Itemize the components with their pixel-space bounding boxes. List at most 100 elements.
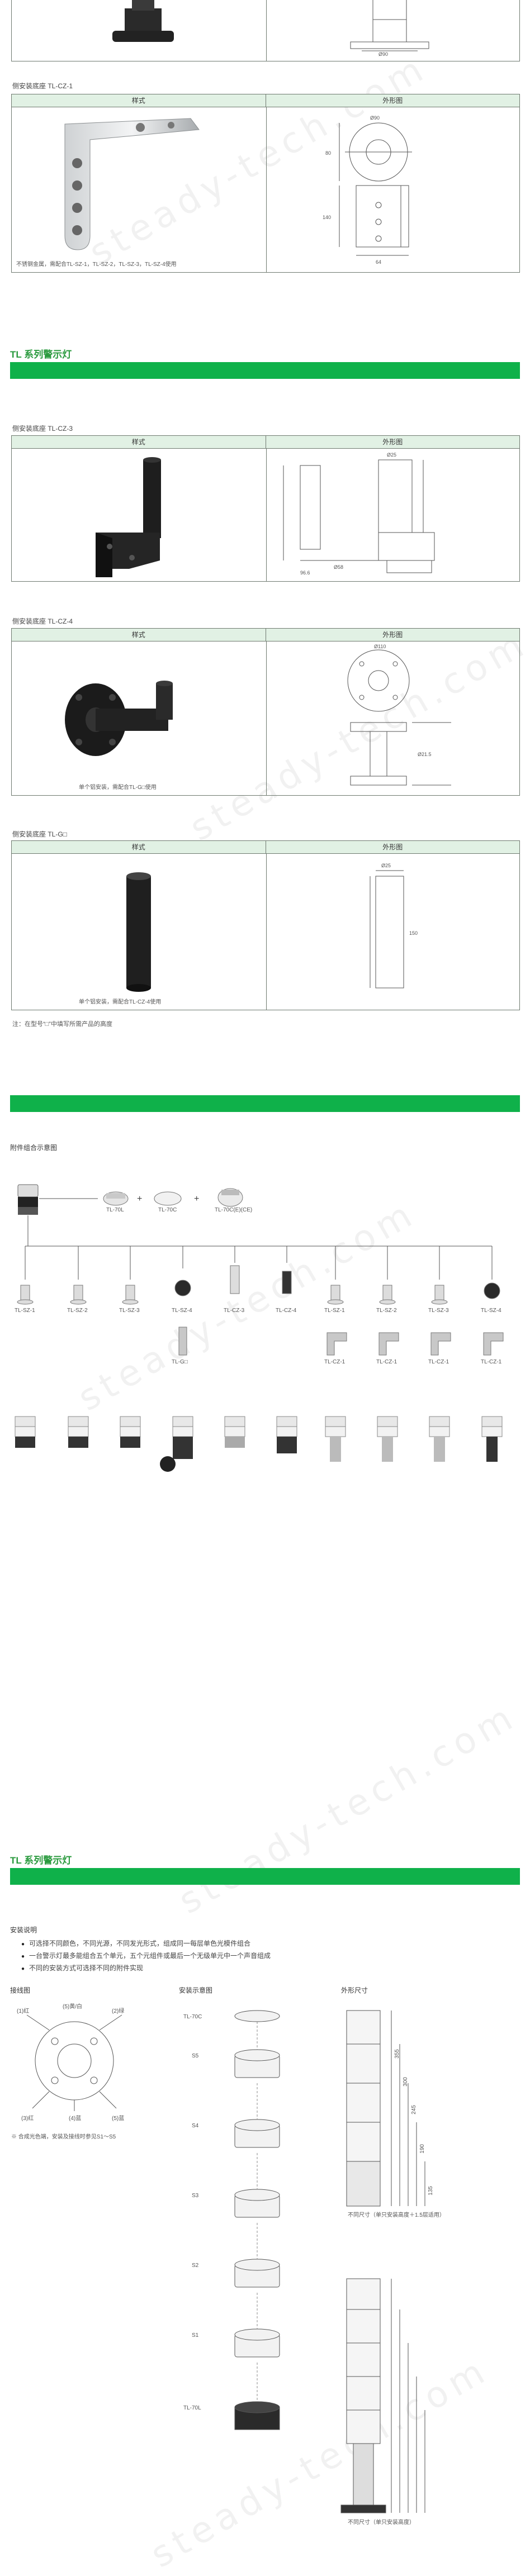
wiring-label: (5)黄/白 bbox=[63, 2004, 82, 2010]
col-style-header: 样式 bbox=[12, 436, 266, 448]
col-outline-header: 外形图 bbox=[382, 97, 403, 104]
combo-top-label: TL-70C bbox=[158, 1207, 177, 1213]
dims-note: 不同尺寸（单只安装高度＋1.5层适用） bbox=[348, 2212, 445, 2218]
combo-mid-label: TL-CZ-1 bbox=[324, 1359, 346, 1365]
green-header-bar bbox=[10, 362, 520, 379]
outline-drawing: Ø25 150 bbox=[370, 863, 418, 988]
svg-text:Ø110: Ø110 bbox=[374, 644, 386, 649]
assembly-level-label: TL-70C bbox=[183, 2014, 202, 2020]
table-top-cutoff: Ø90 bbox=[11, 0, 520, 61]
svg-text:Ø21.5: Ø21.5 bbox=[418, 752, 432, 757]
style-cell: 不锈钢金属，需配合TL-SZ-1，TL-SZ-2，TL-SZ-3，TL-SZ-4… bbox=[12, 107, 267, 272]
combo-base-label: TL-SZ-1 bbox=[324, 1308, 345, 1314]
col-outline-header: 外形图 bbox=[382, 631, 403, 639]
assembly-level-label: S2 bbox=[192, 2263, 199, 2269]
assembly-level-label: TL-70L bbox=[183, 2405, 201, 2411]
install-bullet: 一台警示灯最多能组合五个单元，五个元组件或最后一个无级单元中一个声音组成 bbox=[21, 1950, 271, 1962]
combo-mid-label: TL-CZ-1 bbox=[481, 1359, 502, 1365]
install-bullet: 不同的安装方式可选择不同的附件实现 bbox=[21, 1962, 271, 1975]
outline-cell: Ø90 80 140 64 bbox=[267, 107, 521, 272]
style-cell bbox=[12, 449, 267, 581]
assembly-level-label: S1 bbox=[192, 2332, 199, 2339]
combo-base-label: TL-SZ-4 bbox=[481, 1308, 501, 1314]
bracket-image bbox=[65, 681, 173, 756]
combo-mid-label: TL-CZ-1 bbox=[376, 1359, 397, 1365]
section-caption: 侧安装底座 TL-G□ bbox=[12, 830, 67, 838]
wiring-label: (4)蓝 bbox=[69, 2116, 82, 2122]
svg-text:+: + bbox=[137, 1194, 142, 1204]
assembly-title: 安装示意图 bbox=[179, 1986, 213, 1994]
combo-base-label: TL-SZ-1 bbox=[15, 1308, 35, 1314]
dims-height: 190 bbox=[419, 2144, 425, 2154]
svg-text:140: 140 bbox=[323, 215, 331, 220]
green-header-bar bbox=[10, 1868, 520, 1885]
combo-diagram: + + bbox=[15, 1184, 504, 1472]
section-title: TL 系列警示灯 bbox=[10, 1852, 72, 1866]
svg-text:64: 64 bbox=[376, 259, 381, 265]
wiring-label: (5)蓝 bbox=[112, 2116, 125, 2122]
outline-drawing: Ø90 bbox=[350, 0, 429, 57]
dims-title: 外形尺寸 bbox=[341, 1986, 368, 1994]
install-title: 安装说明 bbox=[10, 1926, 37, 1934]
product-note: 不锈钢金属，需配合TL-SZ-1，TL-SZ-2，TL-SZ-3，TL-SZ-4… bbox=[16, 262, 177, 268]
base-product-image bbox=[112, 0, 174, 42]
outline-cell: Ø25 150 bbox=[267, 854, 521, 1010]
section-caption: 侧安装底座 TL-CZ-1 bbox=[12, 82, 73, 90]
outline-cell: Ø90 bbox=[267, 0, 521, 61]
wiring-label: (1)红 bbox=[17, 2008, 30, 2014]
svg-text:150: 150 bbox=[409, 930, 418, 936]
combo-base-label: TL-SZ-4 bbox=[172, 1308, 192, 1314]
dims-height: 135 bbox=[427, 2186, 434, 2195]
table-tl-cz-1: 样式 外形图 不锈钢金属，需配合TL-SZ-1 bbox=[11, 94, 520, 273]
assembly-level-label: S3 bbox=[192, 2193, 199, 2199]
assembly-diagram bbox=[234, 2010, 280, 2430]
style-cell bbox=[12, 0, 267, 61]
outline-drawing: Ø110 Ø21.5 bbox=[347, 644, 451, 786]
bracket-image bbox=[96, 457, 161, 577]
assembly-level-label: S4 bbox=[192, 2123, 199, 2129]
product-note: 单个铝安装，需配合TL-CZ-4使用 bbox=[79, 999, 162, 1005]
dims-height: 300 bbox=[402, 2077, 409, 2087]
table-header: 样式 外形图 bbox=[12, 94, 519, 107]
install-bullets: 可选择不同颜色，不同光源，不同发光形式，组成同一每层单色光模件组合 一台警示灯最… bbox=[21, 1938, 271, 1975]
green-header-bar bbox=[10, 1095, 520, 1112]
svg-text:Ø25: Ø25 bbox=[381, 863, 391, 868]
product-note: 单个铝安装，需配合TL-G□使用 bbox=[79, 785, 157, 791]
wiring-diagram bbox=[26, 2014, 122, 2111]
wiring-title: 接线图 bbox=[10, 1986, 31, 1994]
col-style-header: 样式 bbox=[12, 94, 266, 107]
style-cell: 单个铝安装，需配合TL-G□使用 bbox=[12, 641, 267, 795]
combo-base-label: TL-SZ-3 bbox=[119, 1308, 140, 1314]
wiring-label: (2)绿 bbox=[112, 2008, 125, 2014]
combo-top-label: TL-70L bbox=[106, 1207, 124, 1213]
series-code: TL bbox=[10, 349, 22, 360]
svg-text:96.6: 96.6 bbox=[300, 570, 310, 576]
pole-image bbox=[126, 872, 151, 992]
section-caption: 侧安装底座 TL-CZ-4 bbox=[12, 617, 73, 625]
series-name: 系列警示灯 bbox=[24, 349, 72, 360]
wiring-note: ※ 合成光色端，安装及接线时参见S1～S5 bbox=[11, 2134, 116, 2140]
outline-cell: Ø110 Ø21.5 bbox=[267, 641, 521, 795]
svg-text:Ø90: Ø90 bbox=[370, 115, 380, 121]
table-header: 样式 外形图 bbox=[12, 629, 519, 641]
install-bullet: 可选择不同颜色，不同光源，不同发光形式，组成同一每层单色光模件组合 bbox=[21, 1938, 271, 1950]
table-tl-cz-4: 样式 外形图 单个铝安装，需配合TL-G□使用 bbox=[11, 628, 520, 796]
col-outline-header: 外形图 bbox=[382, 843, 403, 851]
svg-text:Ø25: Ø25 bbox=[387, 452, 396, 458]
table-tl-g: 样式 外形图 单个铝安装，需配合TL-CZ-4使用 Ø25 150 bbox=[11, 840, 520, 1010]
section-title: TL 系列警示灯 bbox=[10, 346, 72, 360]
combo-base-label: TL-CZ-4 bbox=[276, 1308, 297, 1314]
combo-top-label: TL-70C(E)(CE) bbox=[215, 1207, 253, 1213]
col-outline-header: 外形图 bbox=[382, 438, 403, 446]
svg-text:80: 80 bbox=[325, 150, 331, 156]
table-header: 样式 外形图 bbox=[12, 436, 519, 449]
style-cell: 单个铝安装，需配合TL-CZ-4使用 bbox=[12, 854, 267, 1010]
bracket-image bbox=[64, 118, 200, 250]
dims-note: 不同尺寸（单只安装高度） bbox=[348, 2520, 415, 2526]
watermark: steady-tech.com bbox=[172, 1695, 524, 1923]
svg-text:Ø58: Ø58 bbox=[334, 564, 343, 570]
series-code: TL bbox=[10, 1855, 22, 1866]
col-style-header: 样式 bbox=[12, 629, 266, 641]
combo-mid-label: TL-CZ-1 bbox=[428, 1359, 449, 1365]
combo-base-label: TL-SZ-2 bbox=[376, 1308, 397, 1314]
